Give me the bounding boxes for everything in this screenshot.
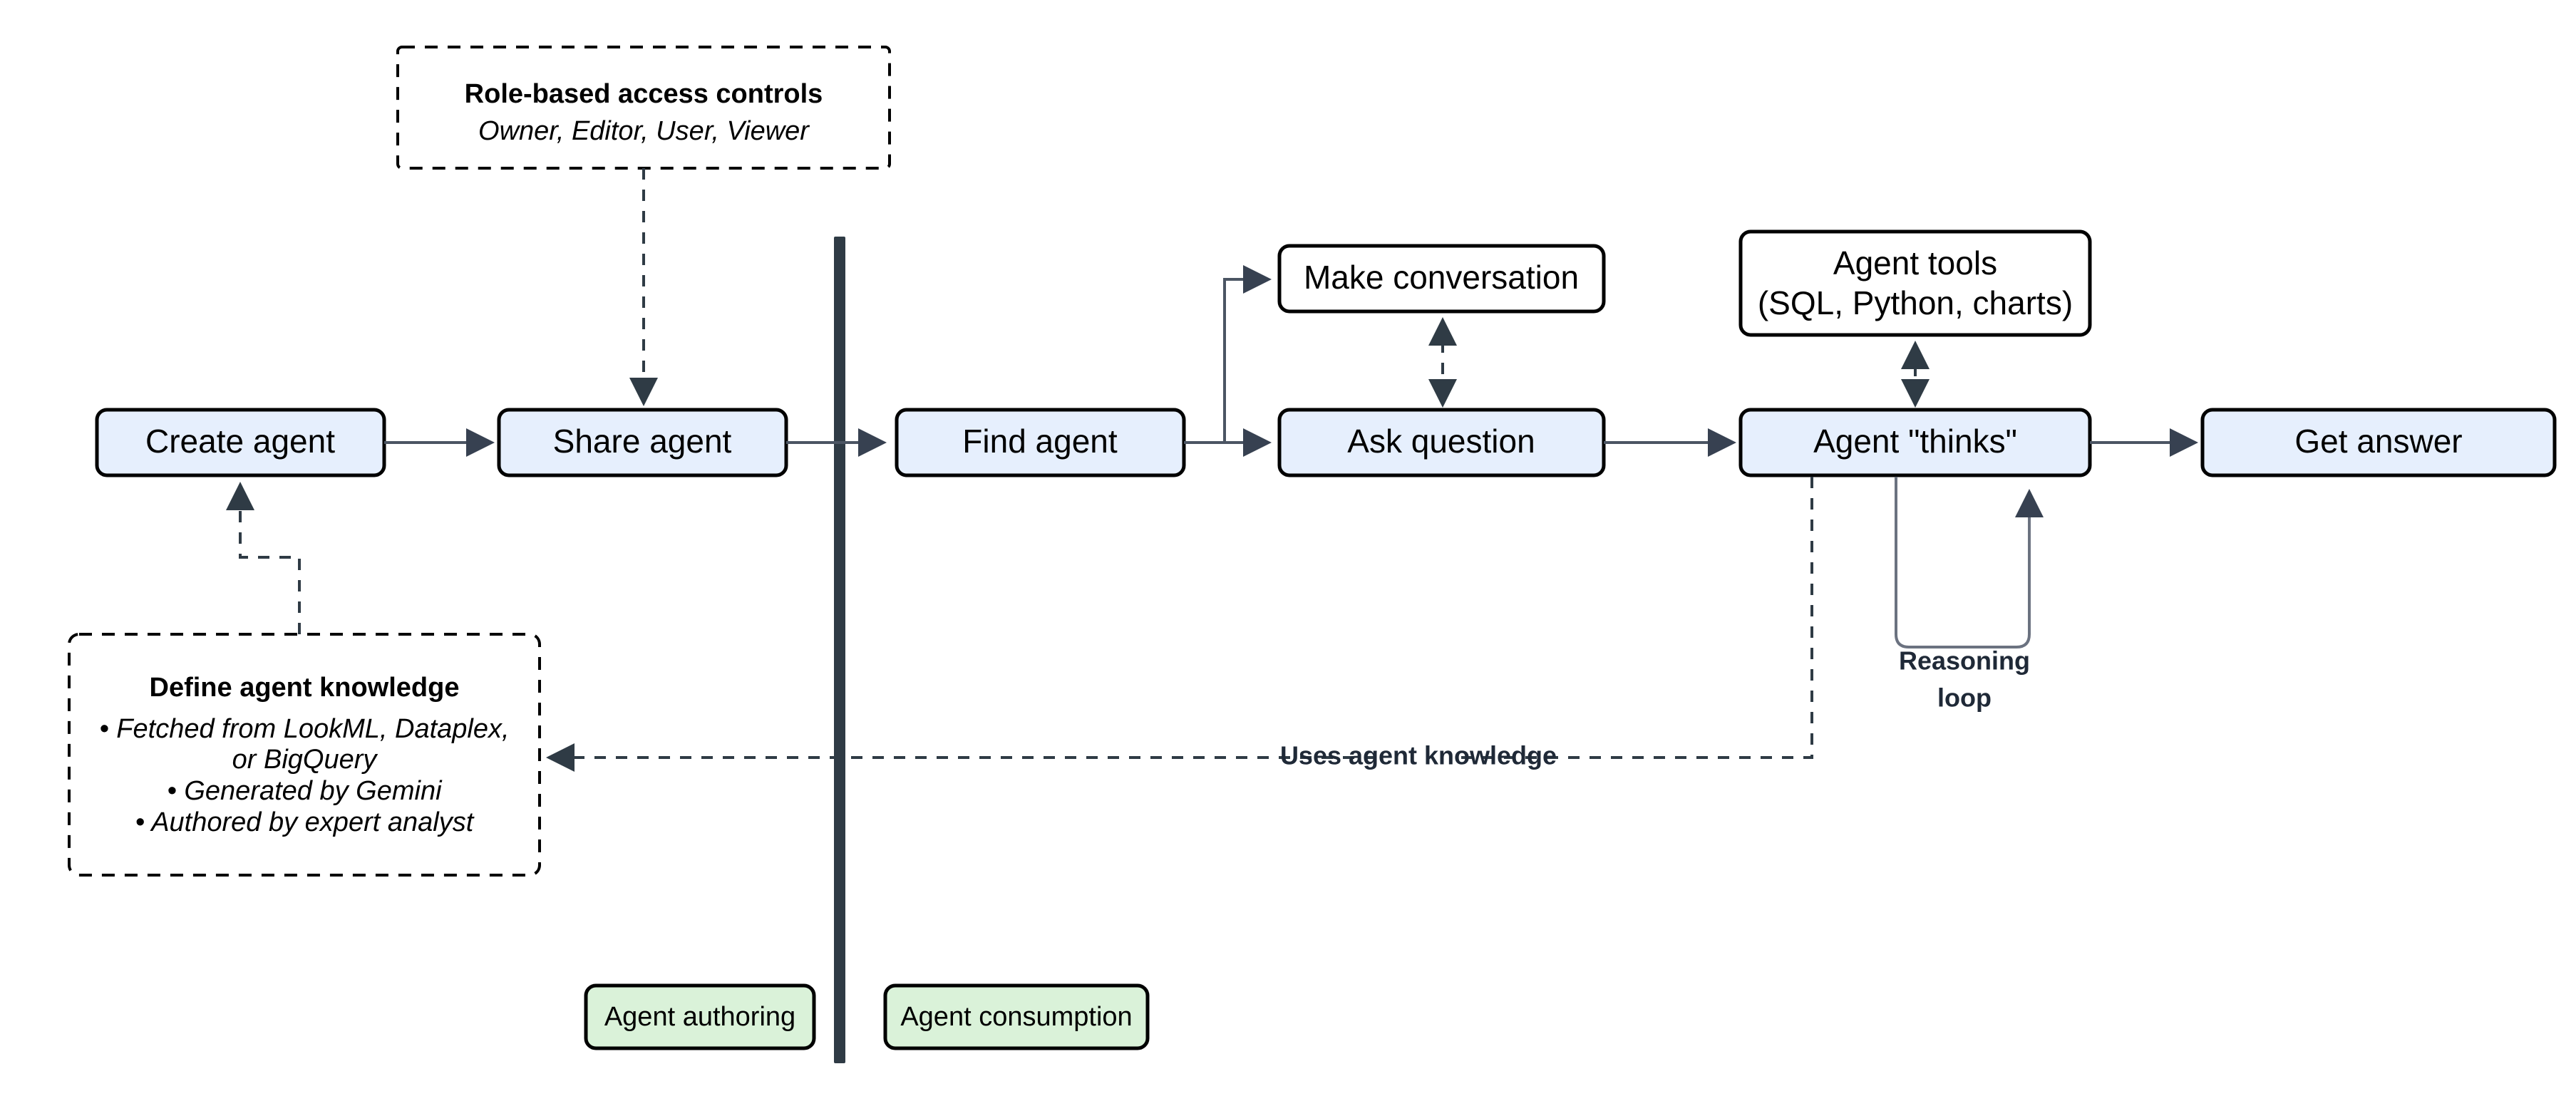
- rbac-note-title: Role-based access controls: [465, 79, 823, 109]
- agent-knowledge-note-title: Define agent knowledge: [150, 673, 460, 703]
- node-find-agent-label: Find agent: [962, 423, 1118, 460]
- node-ask-question-label: Ask question: [1347, 423, 1535, 460]
- knowledge-to-create-connector: [226, 482, 301, 634]
- reasoning-loop-label-line2: loop: [1937, 683, 1992, 713]
- rbac-note-subtitle: Owner, Editor, User, Viewer: [478, 116, 810, 146]
- node-agent-tools-label-line1: Agent tools: [1833, 244, 1997, 281]
- node-get-answer-label: Get answer: [2294, 423, 2462, 460]
- uses-knowledge-connector-right: [1461, 477, 1813, 759]
- agent-knowledge-bullet-1: or BigQuery: [232, 745, 378, 775]
- reasoning-loop-label-line1: Reasoning: [1899, 646, 2030, 676]
- node-create-agent-label: Create agent: [145, 423, 335, 460]
- node-get-answer[interactable]: [2200, 408, 2557, 477]
- node-make-conversation[interactable]: [1277, 244, 1606, 314]
- legend-agent-authoring[interactable]: [584, 983, 816, 1050]
- section-divider: [834, 237, 845, 1063]
- agent-knowledge-bullet-0: • Fetched from LookML, Dataplex,: [99, 714, 509, 744]
- agent-knowledge-bullet-2: • Generated by Gemini: [167, 776, 443, 806]
- agent-knowledge-bullet-3: • Authored by expert analyst: [135, 807, 475, 837]
- agent-knowledge-note-box: [68, 633, 541, 877]
- legend-agent-consumption-label: Agent consumption: [900, 1002, 1132, 1032]
- uses-agent-knowledge-label: Uses agent knowledge: [1280, 741, 1557, 770]
- node-agent-tools-label-line2: (SQL, Python, charts): [1758, 284, 2073, 321]
- node-agent-tools[interactable]: [1738, 229, 2092, 337]
- legend-agent-authoring-label: Agent authoring: [604, 1002, 795, 1032]
- node-agent-thinks-label: Agent "thinks": [1813, 423, 2017, 460]
- find-to-conversation-connector: [1184, 265, 1272, 444]
- node-make-conversation-label: Make conversation: [1304, 259, 1579, 296]
- node-share-agent-label: Share agent: [553, 423, 732, 460]
- legend-agent-consumption[interactable]: [883, 983, 1150, 1050]
- reasoning-loop-connector: [1895, 477, 2044, 648]
